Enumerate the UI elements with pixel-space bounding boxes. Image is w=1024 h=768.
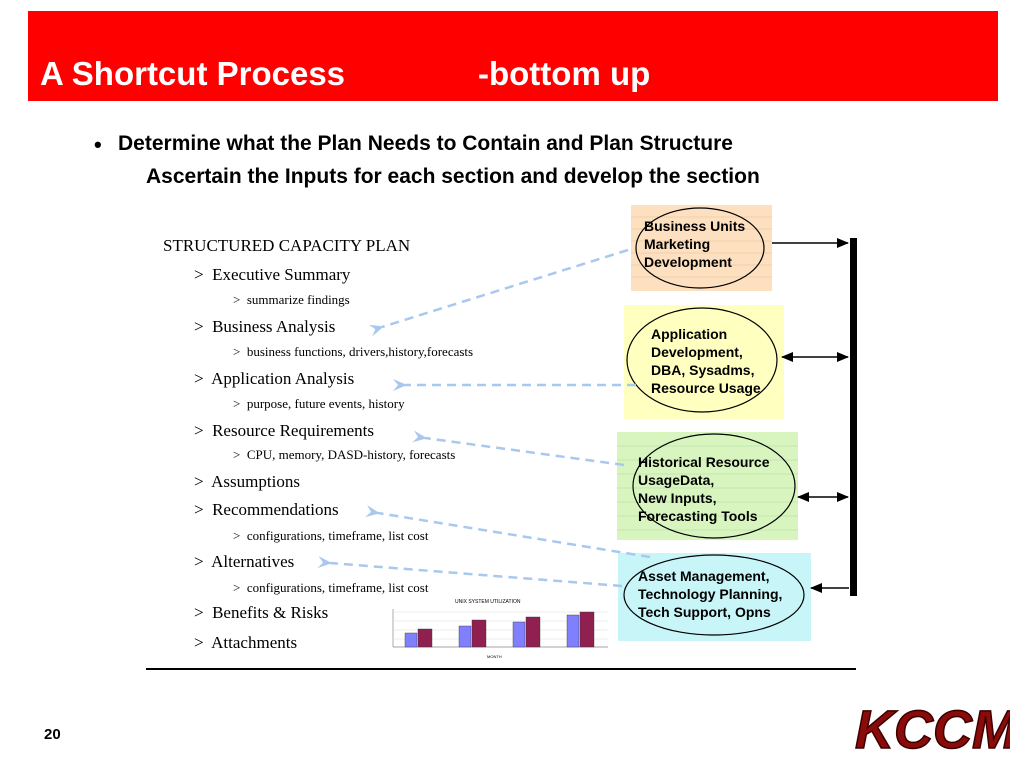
- box-fill: [624, 305, 784, 419]
- section-marker: >: [194, 265, 204, 284]
- kccmg-logo: KCCMG: [850, 686, 1024, 761]
- plan-sub-resource-requirements: > CPU, memory, DASD-history, forecasts: [233, 447, 455, 463]
- section-label: Attachments: [211, 633, 298, 652]
- page-number: 20: [44, 726, 61, 743]
- section-label: Executive Summary: [212, 265, 351, 284]
- section-marker: >: [194, 472, 204, 491]
- title-bar: A Shortcut Process -bottom up: [28, 11, 998, 101]
- sub-label: CPU, memory, DASD-history, forecasts: [246, 447, 456, 462]
- sub-label: business functions, drivers,history,fore…: [246, 344, 474, 359]
- mini-chart-bar: [579, 611, 595, 648]
- sub-label: summarize findings: [246, 292, 350, 307]
- plan-section-application-analysis: > Application Analysis: [194, 369, 354, 389]
- box-line: Development: [644, 254, 732, 270]
- mini-chart-bar: [512, 621, 526, 648]
- section-label: Application Analysis: [211, 369, 355, 388]
- box-line: Resource Usage: [651, 380, 761, 396]
- logo-text: KCCMG: [855, 700, 1010, 756]
- kccmg-logo-art: KCCMG: [854, 699, 1024, 761]
- box-ellipse: [626, 307, 778, 413]
- box-ellipse: [623, 554, 805, 636]
- plan-section-executive-summary: > Executive Summary: [194, 265, 350, 285]
- section-label: Assumptions: [211, 472, 300, 491]
- bullet-line-2: Ascertain the Inputs for each section an…: [146, 165, 760, 188]
- sub-marker: >: [233, 528, 241, 543]
- input-box-historical: Historical Resource UsageData, New Input…: [617, 432, 798, 540]
- input-box-historical-text: Historical Resource UsageData, New Input…: [638, 453, 770, 525]
- sub-marker: >: [233, 396, 241, 411]
- section-label: Benefits & Risks: [212, 603, 329, 622]
- mini-chart-bar: [566, 614, 580, 648]
- box-line: Asset Management,: [638, 568, 770, 584]
- plan-sub-executive-summary: > summarize findings: [233, 292, 350, 308]
- input-box-business-text: Business Units Marketing Development: [644, 217, 745, 271]
- sub-label: configurations, timeframe, list cost: [246, 580, 429, 595]
- section-marker: >: [194, 603, 204, 622]
- plan-section-business-analysis: > Business Analysis: [194, 317, 335, 337]
- sub-marker: >: [233, 580, 241, 595]
- plan-title: STRUCTURED CAPACITY PLAN: [163, 236, 411, 255]
- slide-title: A Shortcut Process: [40, 55, 346, 92]
- input-box-application-text: Application Development, DBA, Sysadms, R…: [651, 325, 761, 397]
- input-box-asset: Asset Management, Technology Planning, T…: [618, 553, 811, 641]
- box-line: New Inputs,: [638, 490, 717, 506]
- section-marker: >: [194, 369, 204, 388]
- slide-title-suffix: -bottom up: [478, 55, 651, 92]
- plan-section-attachments: > Attachments: [194, 633, 297, 653]
- section-marker: >: [194, 552, 204, 571]
- bullet-marker: •: [94, 132, 102, 157]
- vertical-bus-bar: [850, 238, 857, 596]
- mini-chart: UNIX SYSTEM UTILIZATION MONTH: [365, 595, 610, 660]
- section-marker: >: [194, 317, 204, 336]
- bullet-line-1: Determine what the Plan Needs to Contain…: [118, 132, 733, 155]
- mini-chart-title: UNIX SYSTEM UTILIZATION: [455, 599, 521, 605]
- box-line: Development,: [651, 344, 743, 360]
- section-label: Business Analysis: [212, 317, 336, 336]
- box-line: DBA, Sysadms,: [651, 362, 755, 378]
- input-box-asset-text: Asset Management, Technology Planning, T…: [638, 567, 782, 621]
- mini-chart-bar: [458, 625, 472, 648]
- box-line: Business Units: [644, 218, 746, 234]
- box-line: Forecasting Tools: [638, 508, 758, 524]
- mini-chart-bar: [417, 628, 433, 648]
- input-box-business: Business Units Marketing Development: [631, 205, 772, 291]
- box-line: Historical Resource: [638, 454, 770, 470]
- box-line: Marketing: [644, 236, 711, 252]
- sub-marker: >: [233, 447, 241, 462]
- section-marker: >: [194, 500, 204, 519]
- box-ellipse: [632, 433, 796, 539]
- plan-section-assumptions: > Assumptions: [194, 472, 300, 492]
- box-line: Tech Support, Opns: [638, 604, 771, 620]
- section-marker: >: [194, 421, 204, 440]
- sub-label: configurations, timeframe, list cost: [246, 528, 429, 543]
- plan-sub-alternatives: > configurations, timeframe, list cost: [233, 580, 428, 596]
- sub-label: purpose, future events, history: [246, 396, 405, 411]
- section-marker: >: [194, 633, 204, 652]
- mini-chart-bar: [404, 632, 418, 648]
- plan-sub-application-analysis: > purpose, future events, history: [233, 396, 405, 412]
- input-box-application-bg: [624, 305, 784, 419]
- sub-marker: >: [233, 292, 241, 307]
- box-line: Technology Planning,: [638, 586, 783, 602]
- box-ellipse: [635, 207, 765, 289]
- section-label: Recommendations: [212, 500, 339, 519]
- mini-chart-xlabel: MONTH: [487, 654, 502, 659]
- plan-section-benefits-risks: > Benefits & Risks: [194, 603, 328, 623]
- mini-chart-bar: [525, 616, 541, 648]
- box-line: UsageData,: [638, 472, 715, 488]
- section-label: Resource Requirements: [212, 421, 375, 440]
- plan-section-recommendations: > Recommendations: [194, 500, 339, 520]
- box-line: Application: [651, 326, 728, 342]
- plan-sub-recommendations: > configurations, timeframe, list cost: [233, 528, 428, 544]
- input-box-business-bg: [631, 205, 772, 291]
- plan-section-alternatives: > Alternatives: [194, 552, 294, 572]
- input-box-asset-bg: [618, 553, 811, 641]
- plan-sub-business-analysis: > business functions, drivers,history,fo…: [233, 344, 473, 360]
- plan-section-resource-requirements: > Resource Requirements: [194, 421, 374, 441]
- section-label: Alternatives: [211, 552, 295, 571]
- input-box-application: Application Development, DBA, Sysadms, R…: [624, 305, 784, 419]
- sub-marker: >: [233, 344, 241, 359]
- mini-chart-bar: [471, 619, 487, 648]
- dashed-arrow-business: [368, 248, 629, 337]
